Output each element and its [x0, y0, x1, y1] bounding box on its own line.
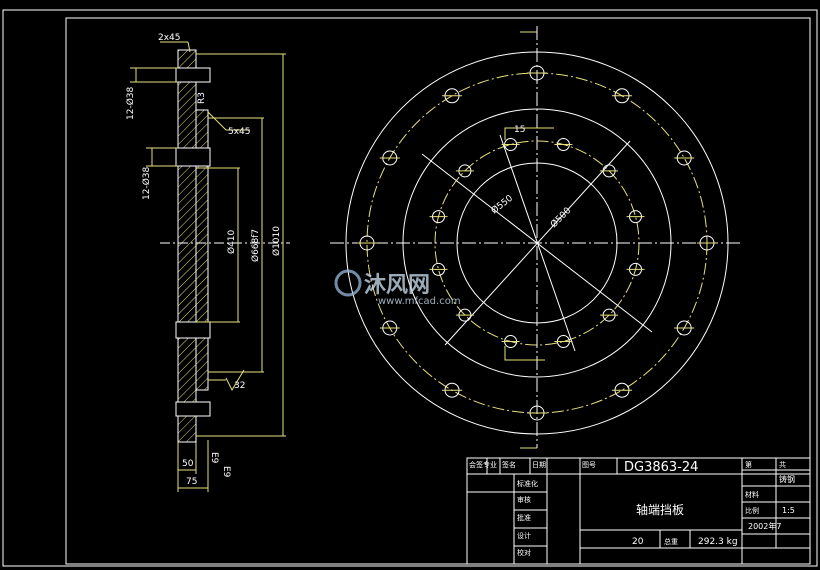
- date-value: 2002年7: [748, 521, 781, 531]
- radius-label: R3: [197, 92, 207, 104]
- quantity: 20: [632, 537, 644, 547]
- inner-frame: [65, 17, 811, 565]
- title-block-text: 会签专业 签名 日期 标准化 审核 批准 设计 校对 图号 DG3863-24 …: [469, 460, 795, 557]
- dia-fit-label: Ø668f7: [250, 229, 261, 262]
- drawing-number: DG3863-24: [624, 460, 698, 475]
- hole-gap-bottom: [175, 401, 211, 417]
- hole-gap-top: [175, 67, 211, 83]
- holes-inner-label: 12-Ø38: [141, 166, 152, 200]
- section-hatch-main: [177, 49, 197, 443]
- title-block: [466, 457, 811, 565]
- tb-right-label-2: 共: [779, 460, 786, 469]
- chamfer-top-label: 2x45: [158, 33, 181, 43]
- outer-hole-group: [357, 65, 717, 421]
- thickness-75-label: 75: [186, 477, 197, 487]
- tb-label-5: 批准: [517, 513, 531, 522]
- chamfer-inner-label: 5x45: [228, 127, 251, 137]
- gdt-label-1: E9: [209, 452, 219, 464]
- drawing-no-label: 图号: [582, 461, 596, 469]
- outer-frame: [2, 9, 818, 567]
- holes-outer-label: 12-Ø38: [125, 86, 136, 120]
- tb-label-4: 审核: [517, 495, 531, 504]
- angle-label: 15: [514, 125, 525, 135]
- tb-label-2: 日期: [532, 461, 546, 469]
- dia-outer-label: Ø1010: [271, 226, 282, 256]
- tb-label-7: 校对: [517, 548, 531, 557]
- front-view: [330, 26, 742, 449]
- weight-label: 总重: [664, 537, 678, 546]
- section-dimension-labels: 2x45 12-Ø38 12-Ø38 R3 5x45 Ø410 Ø668f7 Ø…: [125, 33, 282, 487]
- hole-gap-upper: [175, 147, 211, 167]
- watermark: 沐风网 www.mfcad.com: [334, 269, 461, 307]
- thickness-50-label: 50: [182, 459, 194, 469]
- tb-label-1: 签名: [502, 460, 516, 469]
- pcd-center-label: Ø500: [548, 205, 573, 230]
- watermark-logo-icon: [334, 269, 362, 297]
- scale-value: 1:5: [782, 506, 795, 515]
- roughness-label: 32: [234, 381, 245, 391]
- dia-410-label: Ø410: [226, 229, 237, 254]
- inner-hole-group: [429, 138, 645, 348]
- weight-value: 292.3 kg: [698, 537, 738, 547]
- tb-right-label-5: 比例: [745, 506, 759, 515]
- tb-label-3: 标准化: [517, 479, 538, 488]
- watermark-url: www.mfcad.com: [378, 296, 461, 307]
- watermark-brand: 沐风网: [364, 273, 430, 298]
- tb-label-0: 会签专业: [469, 460, 497, 469]
- tb-label-6: 设计: [517, 531, 531, 540]
- hole-gap-lower: [175, 321, 211, 339]
- part-name: 轴端挡板: [636, 502, 684, 517]
- gdt-label-2: E9: [221, 466, 231, 478]
- tb-right-label-4: 材料: [745, 490, 759, 499]
- section-hatch-step: [195, 109, 209, 391]
- pcd-inner-label: Ø550: [489, 193, 515, 217]
- tb-right-label-0: 第: [745, 460, 752, 469]
- section-view: [130, 41, 290, 492]
- material-value: 铸钢: [779, 474, 795, 484]
